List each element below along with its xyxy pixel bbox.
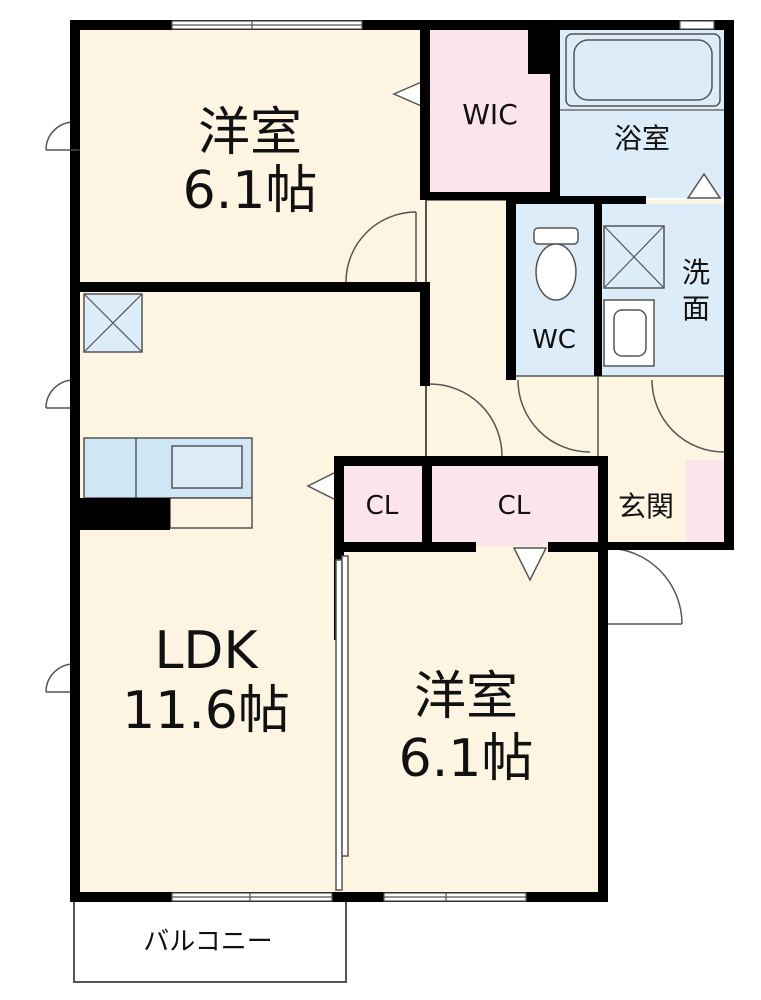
balcony-floor bbox=[73, 895, 347, 983]
sliding-door-ldk bbox=[335, 555, 349, 891]
storage-box-icon bbox=[83, 293, 143, 353]
bedroom-south-size: 6.1帖 bbox=[399, 729, 534, 789]
door-swing-bedroom-north bbox=[345, 211, 417, 283]
bedroom-north-floor bbox=[78, 28, 426, 286]
toilet-icon bbox=[533, 227, 579, 301]
cl-large-door-icon bbox=[512, 547, 548, 582]
door-swing-wc bbox=[517, 379, 591, 453]
bedroom-south-floor bbox=[342, 546, 602, 896]
bath-door-icon bbox=[686, 172, 722, 199]
wc-label: WC bbox=[532, 325, 576, 355]
cl-large-label: CL bbox=[498, 491, 531, 521]
cl-large-floor bbox=[426, 460, 602, 546]
bathtub-icon bbox=[565, 33, 721, 107]
windows bbox=[70, 20, 715, 902]
door-swing-washroom bbox=[651, 379, 725, 453]
ldk-name: LDK bbox=[154, 621, 259, 681]
walls bbox=[70, 20, 734, 902]
washroom-label-1: 洗 bbox=[682, 256, 710, 289]
balcony-label: バルコニー bbox=[143, 927, 272, 957]
bath-label: 浴室 bbox=[614, 122, 670, 155]
entrance-step bbox=[686, 460, 726, 546]
door-swing-entrance bbox=[605, 547, 683, 625]
bedroom-south-name: 洋室 bbox=[414, 667, 518, 727]
washing-machine-icon bbox=[603, 225, 665, 289]
kitchen-pillar bbox=[78, 498, 170, 530]
washroom-label-2: 面 bbox=[682, 292, 710, 325]
wic-label: WIC bbox=[462, 98, 518, 131]
wash-basin-icon bbox=[603, 299, 655, 367]
bedroom-north-size: 6.1帖 bbox=[183, 161, 318, 221]
kitchen-lower-cabinet bbox=[169, 497, 253, 529]
cl-small-label: CL bbox=[366, 491, 399, 521]
door-swing-ldk bbox=[429, 383, 503, 457]
window-side-left bbox=[45, 121, 75, 693]
kitchen-sink-icon bbox=[171, 445, 243, 489]
entrance-label: 玄関 bbox=[618, 490, 674, 523]
bedroom-north-name: 洋室 bbox=[198, 103, 302, 163]
cl-small-floor bbox=[342, 460, 426, 546]
ldk-size: 11.6帖 bbox=[122, 681, 290, 741]
